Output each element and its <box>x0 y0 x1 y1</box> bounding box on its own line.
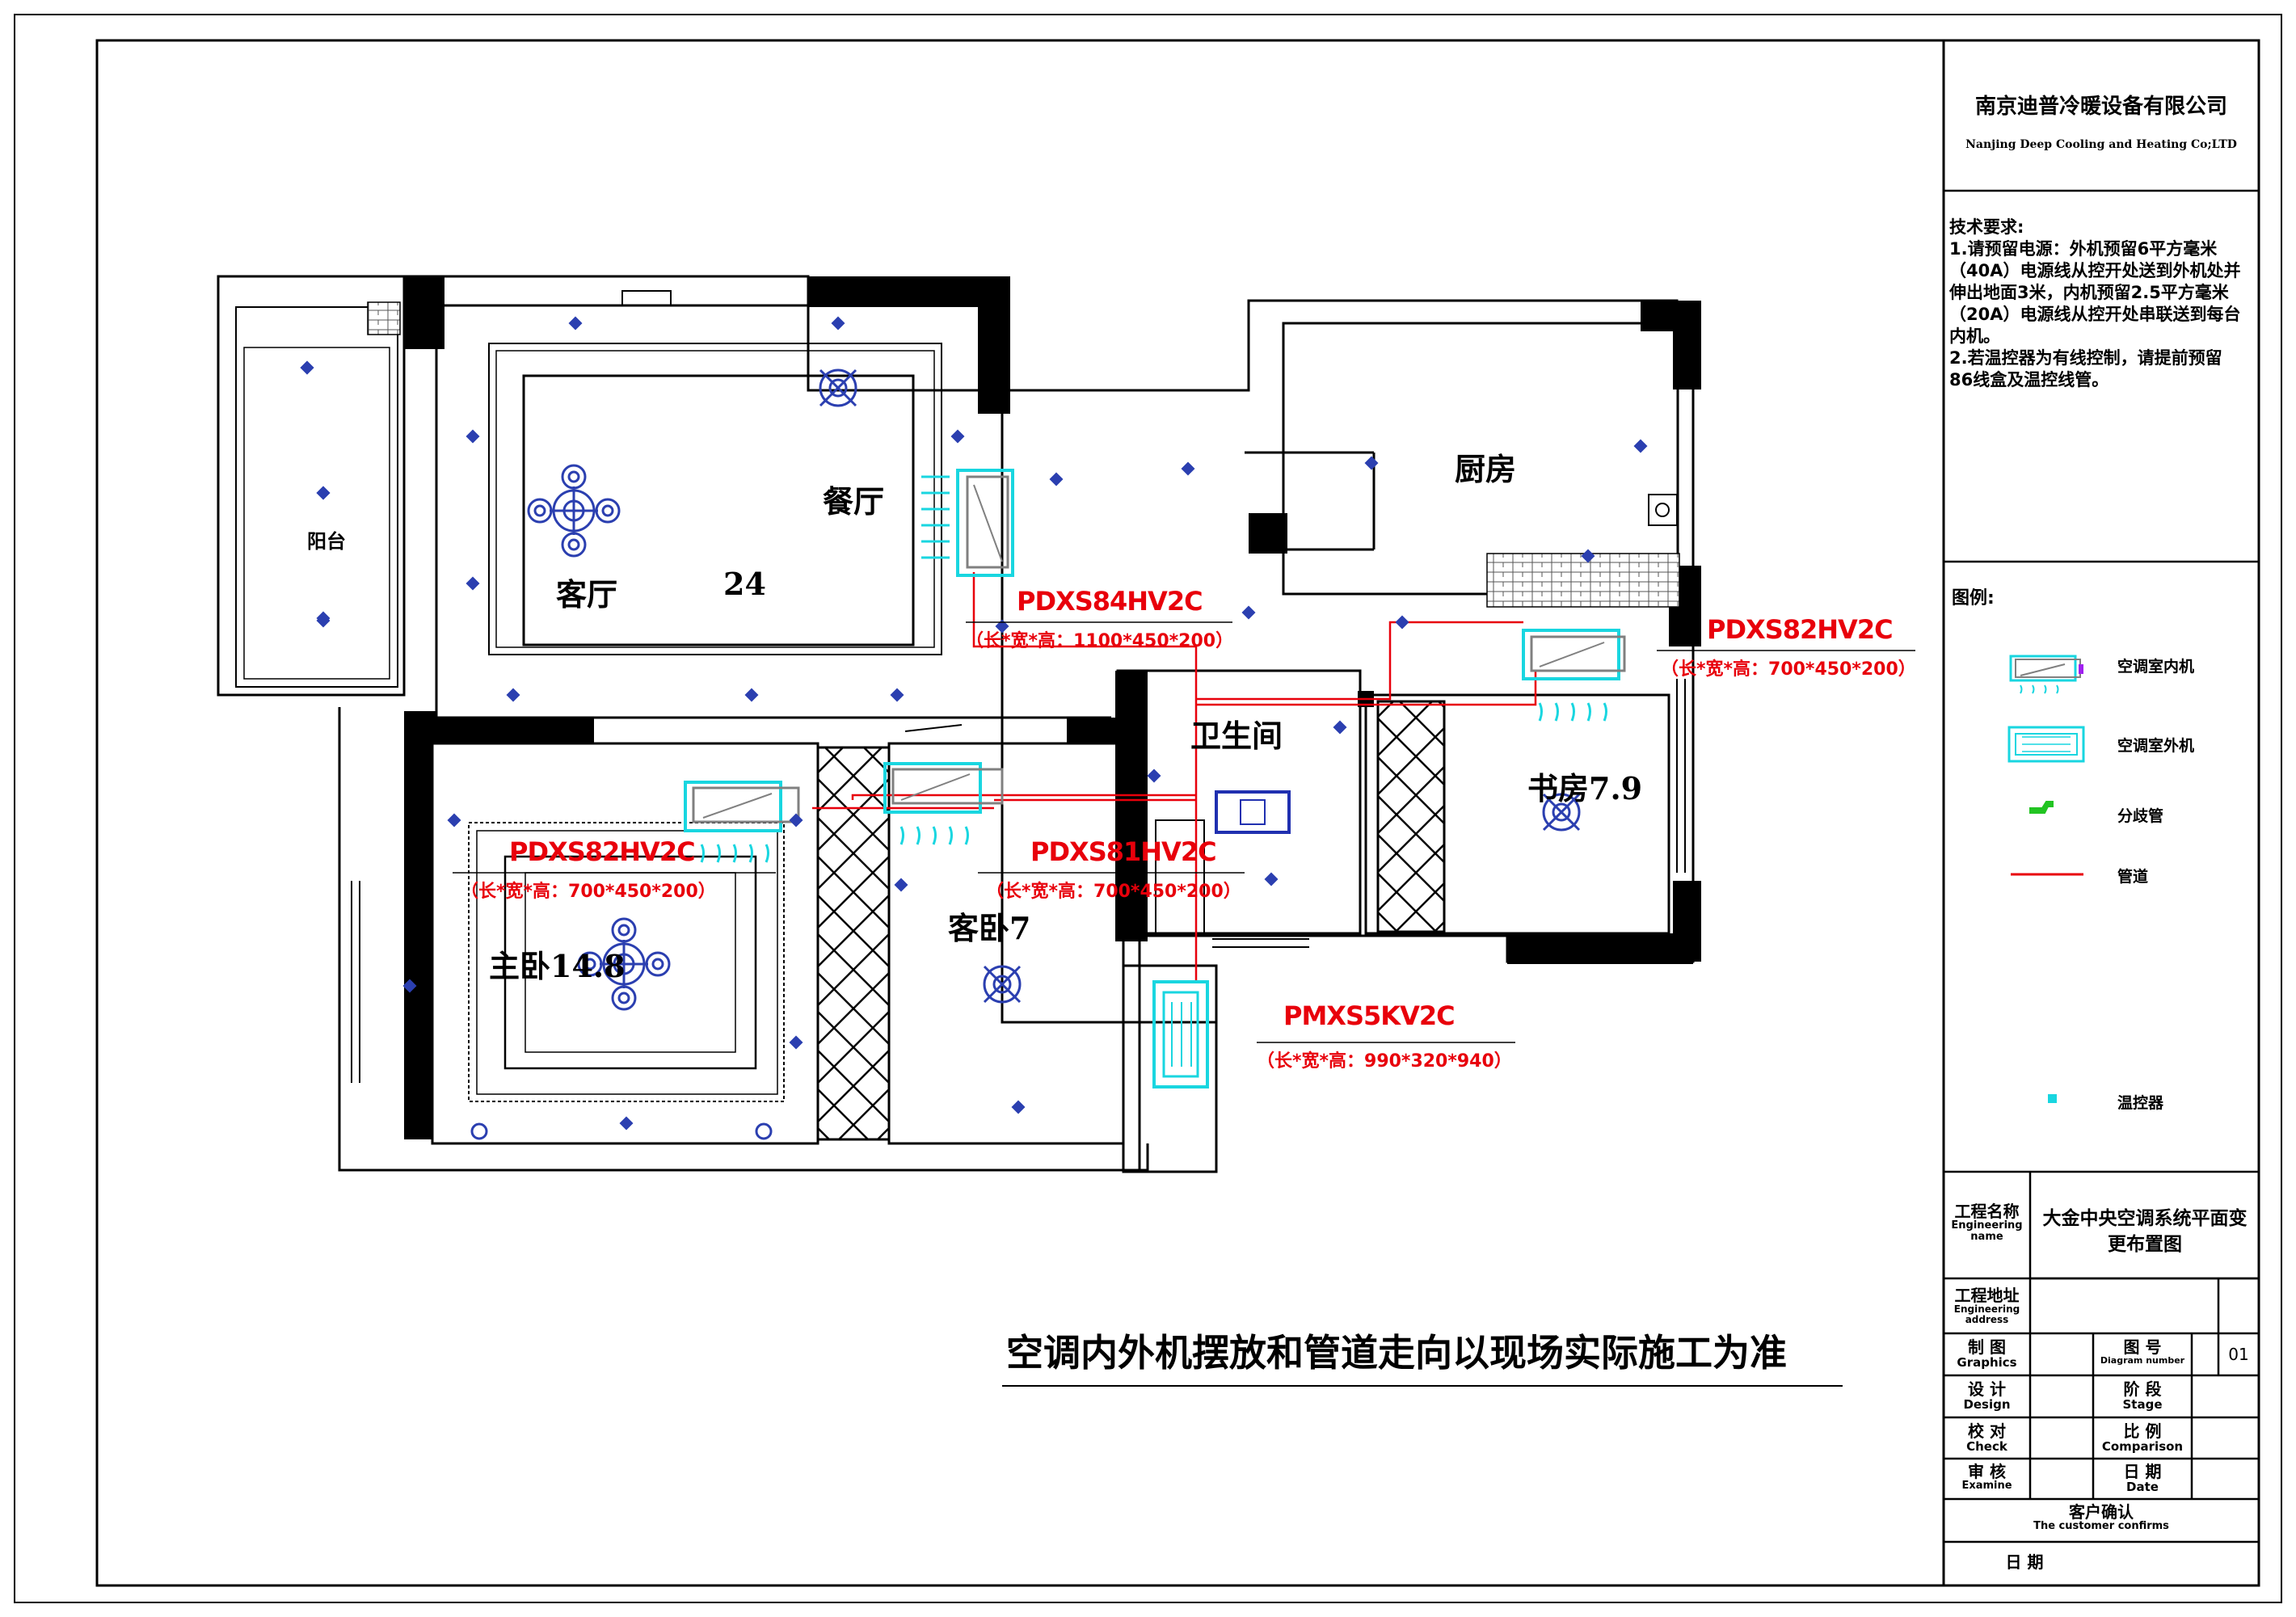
indoor-unit-study <box>1522 629 1626 722</box>
check-label-en: Check <box>1966 1439 2007 1454</box>
scale-label-cn: 比 例 <box>2123 1421 2162 1441</box>
wardrobe-study <box>1376 700 1446 933</box>
examine-label-en: Examine <box>1961 1480 2012 1492</box>
light-fittings <box>470 368 1581 1140</box>
legend-label-pipe: 管道 <box>2117 868 2149 886</box>
model-outdoor: PMXS5KV2C <box>1283 1000 1456 1031</box>
project-address-label-en: Engineering address <box>1953 1303 2020 1326</box>
legend-icons <box>2007 655 2085 1103</box>
requirement-line: 内机。 <box>1949 326 2000 346</box>
stage-label: 阶 段 Stage <box>2093 1380 2192 1412</box>
room-balcony: 阳台 <box>307 529 346 553</box>
legend-label-thermostat: 温控器 <box>2117 1094 2164 1112</box>
legend-heading: 图例: <box>1952 588 1995 608</box>
requirement-line: （20A）电源线从控开处串联送到每台 <box>1949 305 2241 324</box>
wardrobe-left <box>816 746 891 1141</box>
requirements-heading: 技术要求: <box>1949 217 2024 237</box>
dims-guest: （长*宽*高：700*450*200） <box>986 882 1241 902</box>
requirement-line: 伸出地面3米，内机预留2.5平方毫米 <box>1949 283 2229 302</box>
diagram-number-label-en: Diagram number <box>2100 1355 2185 1366</box>
date-label-cn: 日 期 <box>2123 1462 2162 1481</box>
room-study: 书房7.9 <box>1527 770 1643 806</box>
project-name-label-cn: 工程名称 <box>1954 1202 2020 1221</box>
date-label: 日 期 Date <box>2093 1463 2192 1494</box>
stage-label-cn: 阶 段 <box>2123 1379 2162 1399</box>
legend-thermostat-icon <box>2048 1094 2057 1103</box>
design-label-cn: 设 计 <box>1968 1379 2006 1399</box>
design-label: 设 计 Design <box>1944 1380 2030 1412</box>
wall-fills <box>404 276 1701 1139</box>
scale-label: 比 例 Comparison <box>2093 1422 2192 1454</box>
requirement-line: 2.若温控器为有线控制，请提前预留 <box>1949 348 2222 368</box>
model-master: PDXS82HV2C <box>509 836 696 867</box>
project-name-label: 工程名称 Engineering name <box>1944 1202 2030 1244</box>
company-name-cn: 南京迪普冷暖设备有限公司 <box>1974 95 2227 119</box>
drawn-label-cn: 制 图 <box>1968 1337 2006 1357</box>
outer-frame <box>14 14 2282 1603</box>
room-kitchen: 厨房 <box>1455 451 1517 487</box>
customer-confirm-label-cn: 客户确认 <box>2069 1502 2134 1522</box>
bottom-date-label: 日 期 <box>2005 1552 2044 1572</box>
indoor-unit-guest <box>883 762 1004 845</box>
diagram-number-label-cn: 图 号 <box>2123 1337 2162 1357</box>
dims-dining: （长*宽*高：1100*450*200） <box>966 631 1234 651</box>
model-dining: PDXS84HV2C <box>1017 586 1203 617</box>
room-bathroom: 卫生间 <box>1190 718 1283 754</box>
dims-master: （长*宽*高：700*450*200） <box>461 882 716 902</box>
requirement-line: 86线盒及温控线管。 <box>1949 370 2109 390</box>
legend-label-indoor: 空调室内机 <box>2117 658 2195 676</box>
bath-fixture <box>1215 790 1291 834</box>
date-label-en: Date <box>2126 1480 2159 1494</box>
scale-label-en: Comparison <box>2101 1439 2184 1454</box>
examine-label: 审 核 Examine <box>1944 1463 2030 1492</box>
design-label-en: Design <box>1963 1397 2011 1412</box>
refrigerant-pipes <box>812 572 1537 982</box>
legend-outdoor-unit-icon <box>2007 726 2085 763</box>
project-address-label-cn: 工程地址 <box>1954 1286 2020 1305</box>
company-name-en: Nanjing Deep Cooling and Heating Co;LTD <box>1965 138 2237 151</box>
stage-label-en: Stage <box>2122 1397 2163 1412</box>
dims-study: （长*宽*高：700*450*200） <box>1661 659 1916 680</box>
examine-label-cn: 审 核 <box>1968 1462 2006 1481</box>
legend-label-branch: 分歧管 <box>2117 807 2164 825</box>
drawn-label: 制 图 Graphics <box>1944 1338 2030 1370</box>
room-dining: 餐厅 <box>823 483 885 520</box>
indoor-units <box>684 469 1626 1089</box>
kitchen-brick <box>1486 553 1680 608</box>
room-guest: 客卧7 <box>948 910 1031 946</box>
legend-branch-pipe-icon <box>2029 801 2054 814</box>
check-label-cn: 校 对 <box>1968 1421 2006 1441</box>
inner-frame <box>95 39 2260 1587</box>
outdoor-unit <box>1152 980 1209 1089</box>
drawn-label-en: Graphics <box>1957 1355 2017 1370</box>
project-name-value: 大金中央空调系统平面变更布置图 <box>2042 1208 2248 1255</box>
model-study: PDXS82HV2C <box>1707 614 1894 645</box>
ceiling-frames <box>468 343 942 1102</box>
legend-indoor-unit-icon <box>2009 655 2083 694</box>
requirement-line: 1.请预留电源：外机预留6平方毫米 <box>1949 239 2218 259</box>
title-block-lines <box>1944 189 2259 1543</box>
project-name-label-en: Engineering name <box>1951 1219 2023 1244</box>
requirement-line: （40A）电源线从控开处送到外机处并 <box>1949 261 2241 280</box>
customer-confirm-label-en: The customer confirms <box>2033 1520 2169 1532</box>
dims-outdoor: （长*宽*高：990*320*940） <box>1257 1051 1512 1072</box>
check-label: 校 对 Check <box>1944 1422 2030 1454</box>
customer-confirm-label: 客户确认 The customer confirms <box>1944 1503 2259 1532</box>
technical-requirements: 技术要求: 1.请预留电源：外机预留6平方毫米 （40A）电源线从控开处送到外机… <box>1949 217 2256 391</box>
model-guest: PDXS81HV2C <box>1030 836 1217 867</box>
indoor-unit-master <box>684 781 800 863</box>
indoor-unit-dining <box>921 469 1014 577</box>
legend-label-outdoor: 空调室外机 <box>2117 737 2195 755</box>
diagram-number-value: 01 <box>2228 1345 2249 1364</box>
installation-note: 空调内外机摆放和管道走向以现场实际施工为准 <box>1006 1331 1787 1375</box>
room-master: 主卧14.8 <box>489 948 626 984</box>
walls <box>217 275 1695 1173</box>
room-living-area: 24 <box>723 566 766 602</box>
room-living: 客厅 <box>556 576 618 613</box>
diagram-number-label: 图 号 Diagram number <box>2093 1338 2192 1366</box>
project-address-label: 工程地址 Engineering address <box>1944 1286 2030 1325</box>
